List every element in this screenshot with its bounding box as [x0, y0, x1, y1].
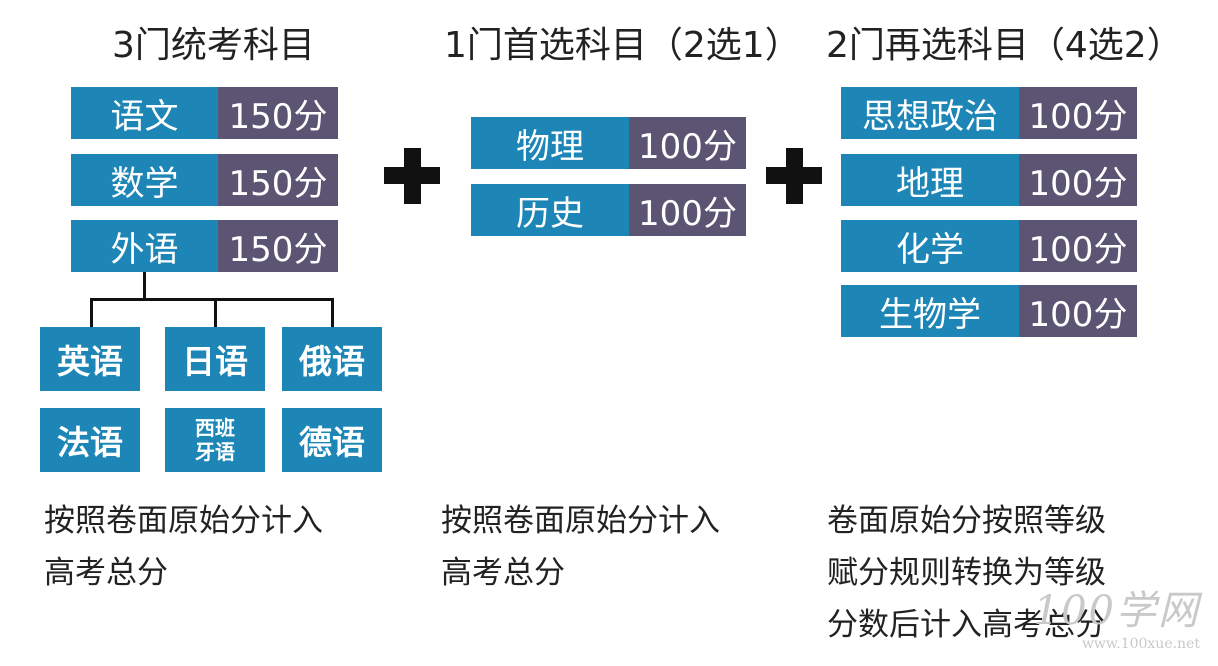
subject-row-foreign-language: 外语 150分: [71, 220, 338, 272]
tree-drop-line-middle: [214, 298, 217, 328]
subject-row-biology: 生物学 100分: [841, 285, 1137, 337]
subject-row-politics: 思想政治 100分: [841, 87, 1137, 139]
column-title-secondary-choice: 2门再选科目（4选2）: [826, 25, 1183, 66]
tree-drop-line-right: [331, 298, 334, 328]
subject-name: 历史: [471, 184, 629, 236]
tree-branch-line: [90, 298, 334, 301]
subject-name: 化学: [841, 220, 1019, 272]
description-primary-choice: 按照卷面原始分计入 高考总分: [441, 495, 720, 599]
description-line: 高考总分: [44, 555, 168, 591]
language-spanish-line1: 西班: [195, 416, 235, 440]
subject-name: 地理: [841, 154, 1019, 206]
subject-score: 150分: [218, 87, 338, 139]
subject-row-geography: 地理 100分: [841, 154, 1137, 206]
subject-name: 外语: [71, 220, 218, 272]
description-line: 高考总分: [441, 555, 565, 591]
subject-row-chemistry: 化学 100分: [841, 220, 1137, 272]
description-unified: 按照卷面原始分计入 高考总分: [44, 495, 323, 599]
column-title-unified: 3门统考科目: [112, 25, 315, 66]
tree-drop-line-left: [90, 298, 93, 328]
subject-row-math: 数学 150分: [71, 154, 338, 206]
description-line: 按照卷面原始分计入: [441, 503, 720, 539]
tree-stem-line: [143, 272, 146, 300]
language-japanese: 日语: [165, 327, 265, 391]
language-german: 德语: [282, 408, 382, 472]
subject-row-chinese: 语文 150分: [71, 87, 338, 139]
language-french: 法语: [40, 408, 140, 472]
subject-score: 150分: [218, 154, 338, 206]
language-spanish: 西班 牙语: [165, 408, 265, 472]
subject-score: 100分: [1019, 220, 1137, 272]
watermark: 100学网 www.100xue.net: [1034, 578, 1200, 652]
description-line: 按照卷面原始分计入: [44, 503, 323, 539]
language-english: 英语: [40, 327, 140, 391]
subject-name: 生物学: [841, 285, 1019, 337]
description-line: 卷面原始分按照等级: [827, 503, 1106, 539]
column-title-primary-choice: 1门首选科目（2选1）: [444, 25, 801, 66]
subject-name: 语文: [71, 87, 218, 139]
subject-name: 思想政治: [841, 87, 1019, 139]
description-line: 赋分规则转换为等级: [827, 555, 1106, 591]
subject-row-physics: 物理 100分: [471, 117, 746, 169]
subject-name: 物理: [471, 117, 629, 169]
subject-score: 150分: [218, 220, 338, 272]
watermark-logo: 100学网: [1033, 588, 1200, 634]
subject-score: 100分: [1019, 87, 1137, 139]
watermark-url: www.100xue.net: [1081, 636, 1200, 652]
description-secondary-choice: 卷面原始分按照等级 赋分规则转换为等级 分数后计入高考总分: [827, 495, 1106, 651]
subject-name: 数学: [71, 154, 218, 206]
subject-score: 100分: [629, 117, 746, 169]
language-russian: 俄语: [282, 327, 382, 391]
subject-score: 100分: [1019, 285, 1137, 337]
subject-row-history: 历史 100分: [471, 184, 746, 236]
language-spanish-line2: 牙语: [195, 440, 235, 464]
subject-score: 100分: [1019, 154, 1137, 206]
description-line: 分数后计入高考总分: [827, 607, 1106, 643]
subject-score: 100分: [629, 184, 746, 236]
